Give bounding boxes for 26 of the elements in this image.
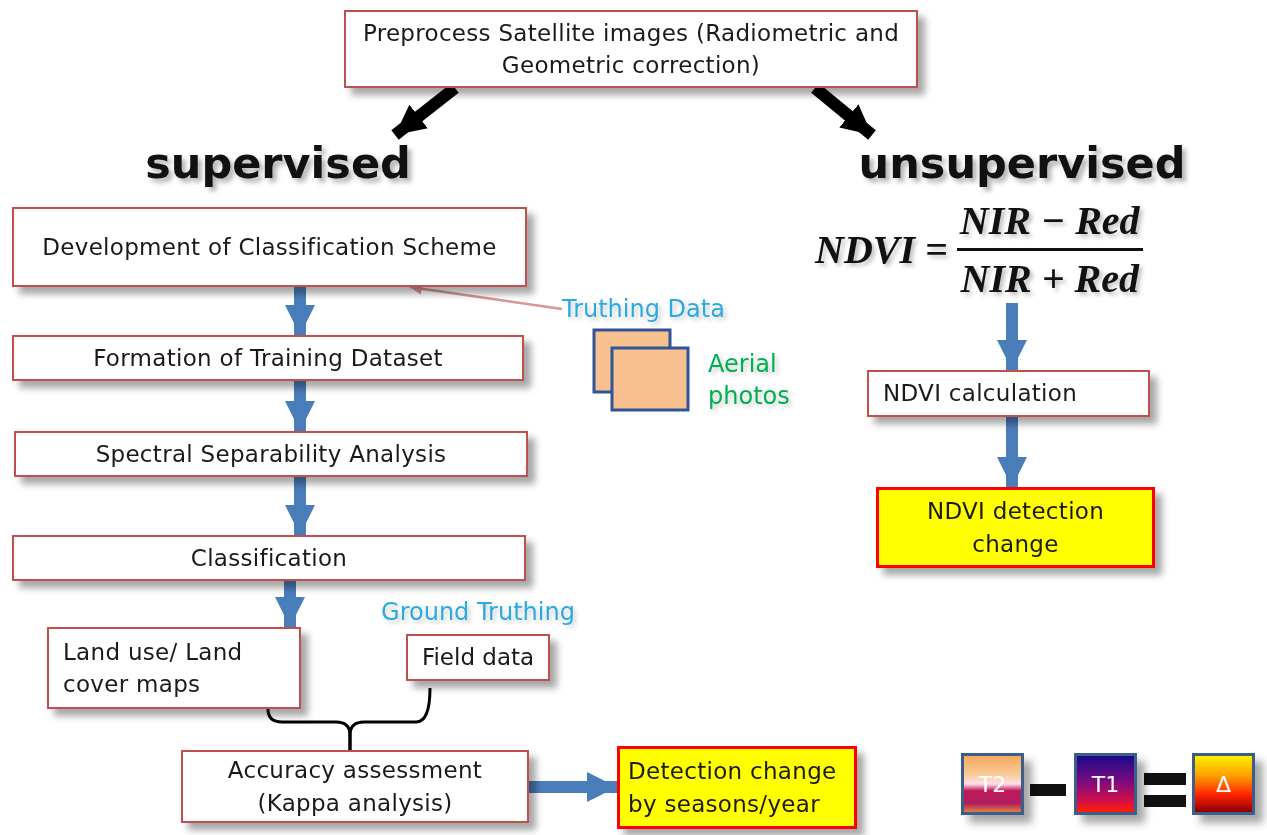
group-heading: Ground Truthing [381, 598, 575, 626]
brace [348, 687, 432, 750]
arrow [285, 477, 315, 535]
arrow [285, 287, 315, 335]
process-box: Land use/ Land cover maps [47, 627, 301, 709]
result-box: Detection change by seasons/year [617, 746, 857, 829]
arrow [285, 381, 315, 431]
result-box: NDVI detection change [876, 487, 1155, 568]
arrow [997, 303, 1027, 370]
arrow [529, 772, 617, 802]
image-tile: Δ [1192, 753, 1255, 815]
source-label: Truthing Data [562, 292, 750, 326]
process-box: Accuracy assessment (Kappa analysis) [181, 750, 529, 823]
arrow [275, 581, 305, 627]
process-box: Spectral Separability Analysis [14, 431, 528, 477]
process-box: Development of Classification Scheme [12, 207, 527, 287]
caption-text: Aerial photos [708, 349, 791, 413]
process-box: Preprocess Satellite images (Radiometric and Geometric correction) [344, 10, 918, 88]
process-box: Classification [12, 535, 526, 581]
arrow [997, 417, 1027, 487]
section-heading: supervised [148, 135, 408, 190]
process-box: Formation of Training Dataset [12, 335, 524, 381]
process-box: Field data [405, 634, 551, 681]
process-box: NDVI calculation [867, 370, 1150, 417]
section-heading: unsupervised [862, 135, 1182, 190]
image-tile: T1 [1074, 753, 1137, 815]
